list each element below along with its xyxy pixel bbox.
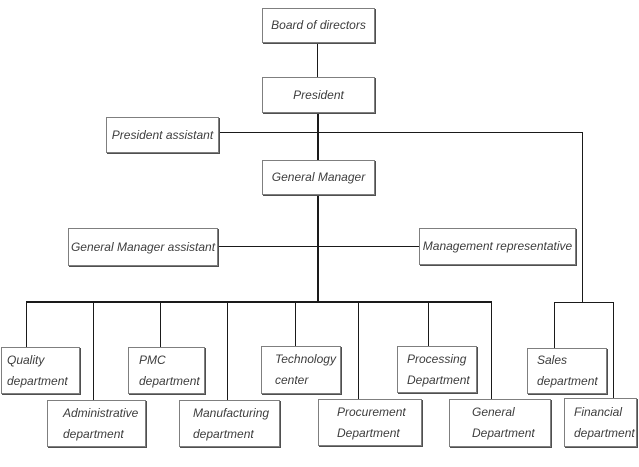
org-node-president-assistant: President assistant xyxy=(106,117,219,153)
connector-right-branch-v xyxy=(582,132,583,303)
connector-drop-sales xyxy=(554,302,555,348)
org-node-label: Financial department xyxy=(574,404,635,440)
org-node-label: General Manager xyxy=(271,170,366,184)
connector-distribution-h xyxy=(26,301,492,303)
org-node-president: President xyxy=(262,77,375,113)
org-node-general-manager-assistant: General Manager assistant xyxy=(68,228,218,266)
org-node-label: Management representative xyxy=(422,239,573,253)
org-node-label: Procurement Department xyxy=(337,404,406,440)
connector-drop-administrative xyxy=(93,303,94,400)
org-node-label: Board of directors xyxy=(271,18,366,32)
connector-drop-procurement xyxy=(358,303,359,399)
org-node-board-of-directors: Board of directors xyxy=(262,8,375,43)
org-node-label: Administrative department xyxy=(63,405,139,441)
org-node-label: General Department xyxy=(472,405,535,440)
org-node-general-manager: General Manager xyxy=(262,160,375,195)
connector-drop-technology xyxy=(295,303,296,346)
org-node-label: President assistant xyxy=(111,127,214,142)
connector-drop-quality xyxy=(26,303,27,347)
connector-president-assistant-h xyxy=(219,132,583,133)
org-node-label: Sales department xyxy=(537,353,598,388)
org-node-management-representative: Management representative xyxy=(419,228,576,265)
org-node-label: Manufacturing department xyxy=(193,405,270,441)
org-node-label: Technology center xyxy=(275,352,336,387)
connector-right-branch-h xyxy=(554,302,614,303)
org-node-label: PMC department xyxy=(139,352,200,388)
org-node-label: Processing Department xyxy=(407,351,470,387)
org-node-manufacturing-department: Manufacturing department xyxy=(179,400,280,447)
org-node-sales-department: Sales department xyxy=(527,348,607,394)
org-node-technology-center: Technology center xyxy=(261,346,341,394)
org-node-administrative-department: Administrative department xyxy=(47,400,146,447)
org-node-label: General Manager assistant xyxy=(70,239,216,254)
org-node-label: President xyxy=(293,87,344,102)
org-node-financial-department: Financial department xyxy=(564,398,637,447)
org-node-label: Quality department xyxy=(7,352,68,388)
connector-drop-processing xyxy=(428,303,429,346)
connector-president-gm xyxy=(317,113,319,160)
org-node-quality-department: Quality department xyxy=(1,347,80,394)
org-node-processing-department: Processing Department xyxy=(397,346,477,393)
connector-drop-manufacturing xyxy=(227,303,228,400)
connector-drop-general xyxy=(491,303,492,399)
connector-board-president xyxy=(317,43,318,77)
org-node-pmc-department: PMC department xyxy=(128,347,205,394)
org-node-general-department: General Department xyxy=(449,399,551,447)
connector-gma-mgmt-rep-h xyxy=(218,246,419,247)
org-node-procurement-department: Procurement Department xyxy=(318,399,422,446)
connector-drop-financial xyxy=(613,302,614,398)
connector-drop-pmc xyxy=(160,303,161,347)
connector-gm-trunk xyxy=(317,195,319,303)
